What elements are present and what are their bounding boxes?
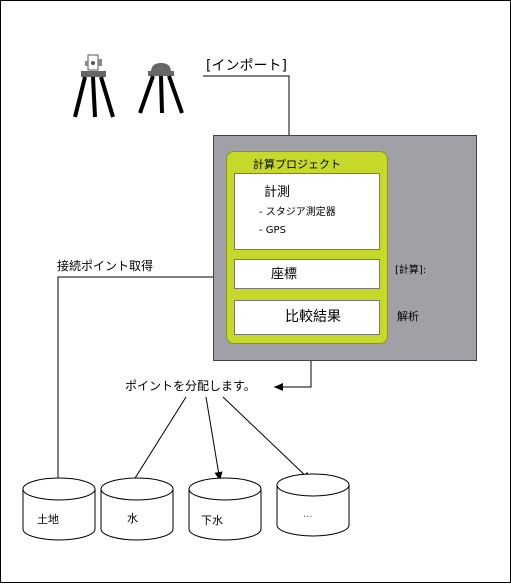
import-arrow (203, 75, 293, 149)
database-water (100, 477, 174, 541)
database-ground (22, 477, 96, 541)
measure-item-gps: - GPS (259, 225, 286, 236)
database-ground-label: 土地 (37, 513, 59, 526)
fan-arrow-sewer (205, 396, 223, 482)
database-sewer (188, 477, 262, 541)
acquire-points-arrow (57, 273, 232, 479)
project-title: 計算プロジェクト (253, 158, 341, 171)
fan-arrow-other (222, 396, 312, 482)
total-station-tripod-icon (73, 54, 115, 118)
measure-item-stadia: - スタジア測定器 (259, 207, 336, 218)
measure-box: 計測 - スタジア測定器 - GPS (234, 173, 380, 250)
acquire-points-label: 接続ポイント取得 (57, 259, 154, 273)
gps-receiver-tripod-icon (138, 63, 184, 114)
comparison-label: 比較結果 (285, 309, 341, 325)
coordinates-label: 座標 (271, 267, 298, 282)
database-more (276, 473, 350, 537)
coordinates-box: 座標 (234, 259, 380, 289)
measure-title: 計測 (264, 185, 291, 200)
calculation-side-label: [計算]: (395, 265, 427, 276)
import-label: [インポート] (206, 58, 287, 74)
comparison-box: 比較結果 (234, 300, 380, 335)
database-water-label: 水 (127, 512, 138, 525)
fan-arrow-water (126, 396, 187, 492)
database-more-label: ... (303, 509, 313, 520)
analysis-side-label: 解析 (397, 310, 419, 323)
distribute-label: ポイントを分配します。 (125, 379, 256, 393)
database-sewer-label: 下水 (201, 514, 223, 527)
